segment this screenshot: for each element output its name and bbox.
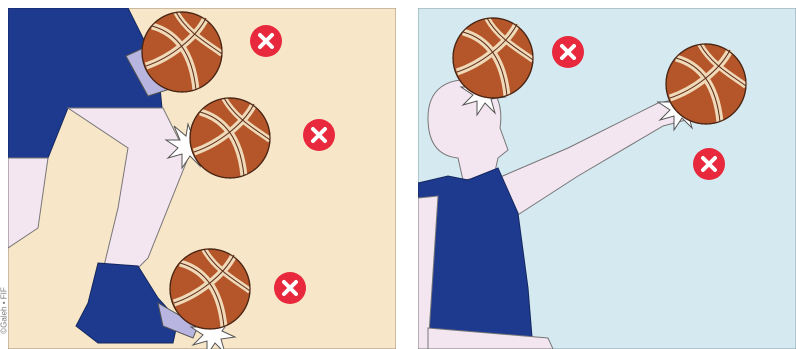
kicking-illustration <box>8 8 396 349</box>
wrong-cross-icon <box>693 148 725 180</box>
basketball-shin <box>190 98 270 178</box>
basketball-fist <box>666 44 746 124</box>
wrong-cross-icon <box>303 119 335 151</box>
head-fist-illustration <box>418 8 796 349</box>
wrong-cross-icon <box>552 36 584 68</box>
wrong-cross-icon <box>274 272 306 304</box>
panel-head-fist-violation <box>418 8 796 349</box>
panel-kicking-violation <box>8 8 396 349</box>
image-credit: ©Galeh • FIF <box>0 270 8 349</box>
basketball-head <box>453 18 533 98</box>
credit-text: ©Galeh • FIF <box>0 274 8 348</box>
wrong-cross-icon <box>250 25 282 57</box>
basketball-foot <box>170 249 250 329</box>
basketball-thigh <box>142 12 222 92</box>
